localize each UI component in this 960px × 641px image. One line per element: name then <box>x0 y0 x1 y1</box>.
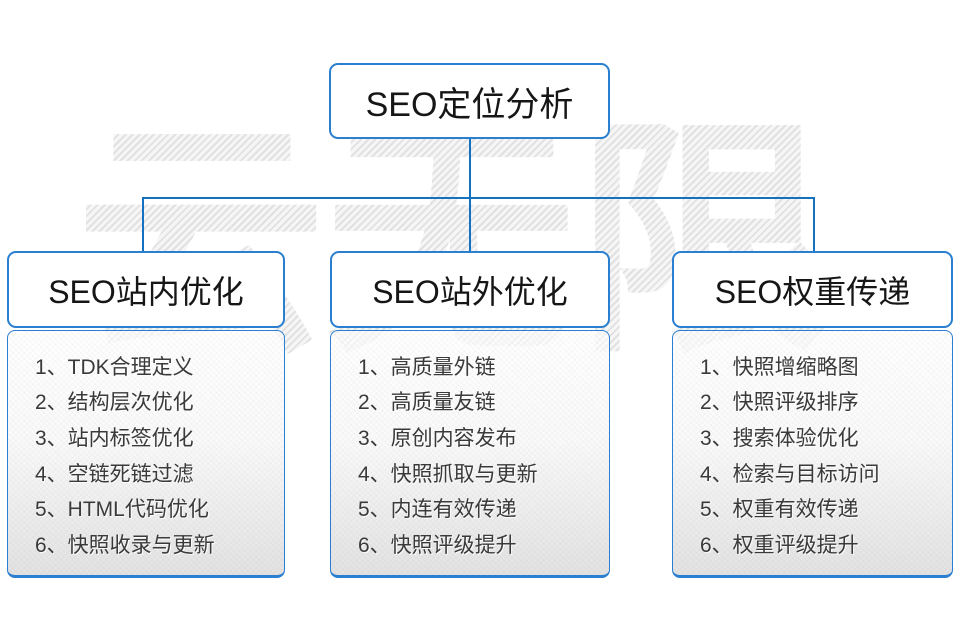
list-item: 1、TDK合理定义 <box>35 355 194 379</box>
node-weight-label: SEO权重传递 <box>714 273 911 310</box>
list-item: 6、快照收录与更新 <box>35 533 215 557</box>
list-item: 6、快照评级提升 <box>358 533 517 557</box>
root-node-label: SEO定位分析 <box>365 85 574 124</box>
connector-drop-middle <box>469 197 471 251</box>
node-onsite-optimization: SEO站内优化 <box>7 251 285 328</box>
panel-offsite-items: 1、高质量外链 2、高质量友链 3、原创内容发布 4、快照抓取与更新 5、内连有… <box>330 330 610 578</box>
node-offsite-label: SEO站外优化 <box>372 273 568 310</box>
connector-drop-right <box>813 197 815 251</box>
node-offsite-optimization: SEO站外优化 <box>330 251 610 328</box>
onsite-item-list: 1、TDK合理定义 2、结构层次优化 3、站内标签优化 4、空链死链过滤 5、H… <box>35 348 274 562</box>
list-item: 6、权重评级提升 <box>700 533 859 557</box>
weight-item-list: 1、快照增缩略图 2、快照评级排序 3、搜索体验优化 4、检索与目标访问 5、权… <box>700 348 942 562</box>
connector-drop-left <box>142 197 144 251</box>
root-node: SEO定位分析 <box>329 63 610 139</box>
node-onsite-label: SEO站内优化 <box>48 273 244 310</box>
list-item: 2、高质量友链 <box>358 391 496 415</box>
list-item: 4、检索与目标访问 <box>700 462 880 486</box>
list-item: 5、内连有效传递 <box>358 498 517 522</box>
watermark-text: 云无限 <box>76 102 826 381</box>
list-item: 3、搜索体验优化 <box>700 426 859 450</box>
list-item: 5、权重有效传递 <box>700 498 859 522</box>
panel-onsite-items: 1、TDK合理定义 2、结构层次优化 3、站内标签优化 4、空链死链过滤 5、H… <box>7 330 285 578</box>
list-item: 5、HTML代码优化 <box>35 498 209 522</box>
connector-root-stem <box>469 139 471 197</box>
node-weight-transfer: SEO权重传递 <box>672 251 953 328</box>
list-item: 3、站内标签优化 <box>35 426 194 450</box>
list-item: 1、高质量外链 <box>358 355 496 379</box>
list-item: 4、快照抓取与更新 <box>358 462 538 486</box>
list-item: 1、快照增缩略图 <box>700 355 859 379</box>
list-item: 4、空链死链过滤 <box>35 462 194 486</box>
list-item: 2、结构层次优化 <box>35 391 194 415</box>
panel-weight-items: 1、快照增缩略图 2、快照评级排序 3、搜索体验优化 4、检索与目标访问 5、权… <box>672 330 953 578</box>
list-item: 3、原创内容发布 <box>358 426 517 450</box>
list-item: 2、快照评级排序 <box>700 391 859 415</box>
offsite-item-list: 1、高质量外链 2、高质量友链 3、原创内容发布 4、快照抓取与更新 5、内连有… <box>358 348 599 562</box>
connector-horizontal <box>142 197 815 199</box>
